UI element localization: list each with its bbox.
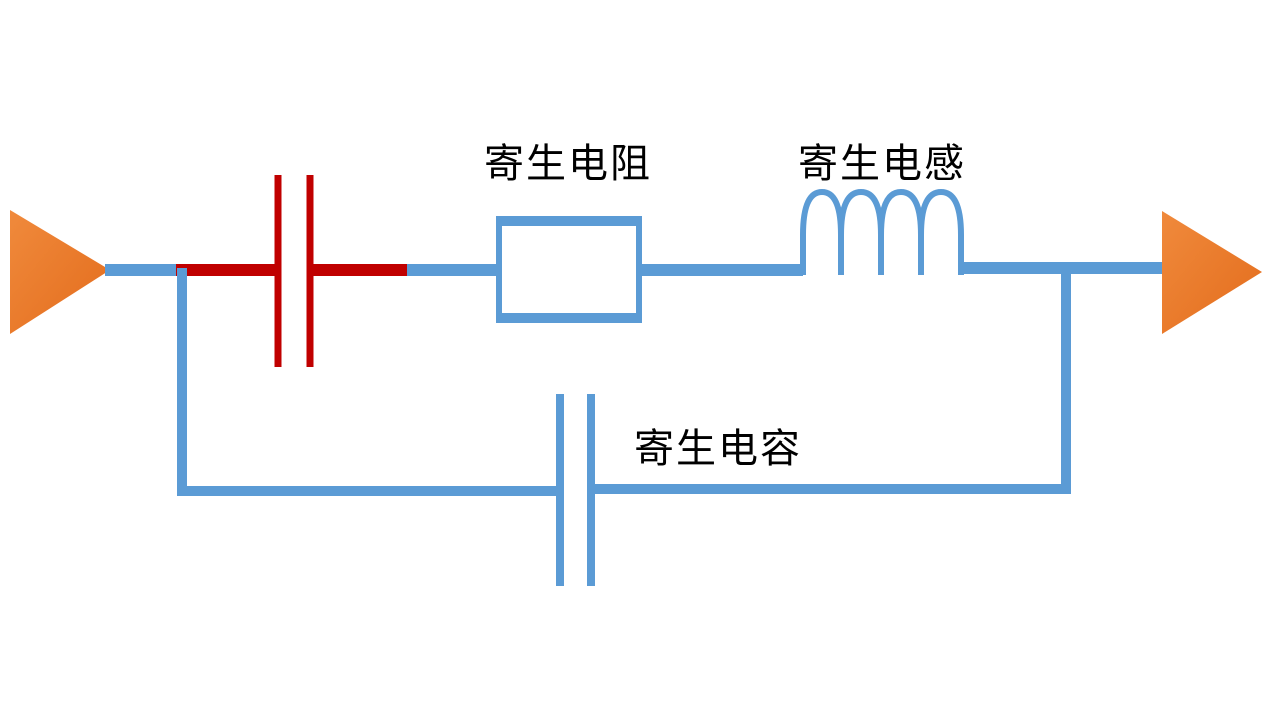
parasitic-resistor xyxy=(496,219,642,321)
label-parasitic-resistor: 寄生电阻 xyxy=(484,141,652,187)
wire-parallel-left xyxy=(177,268,560,496)
main-capacitor xyxy=(176,175,407,367)
input-terminal-icon xyxy=(10,210,110,334)
label-parasitic-inductor: 寄生电感 xyxy=(798,141,966,187)
label-parasitic-capacitor: 寄生电容 xyxy=(634,426,802,472)
output-terminal-icon xyxy=(1162,211,1262,334)
wire-parallel-right xyxy=(591,268,1071,494)
parasitic-inductor xyxy=(800,188,964,275)
